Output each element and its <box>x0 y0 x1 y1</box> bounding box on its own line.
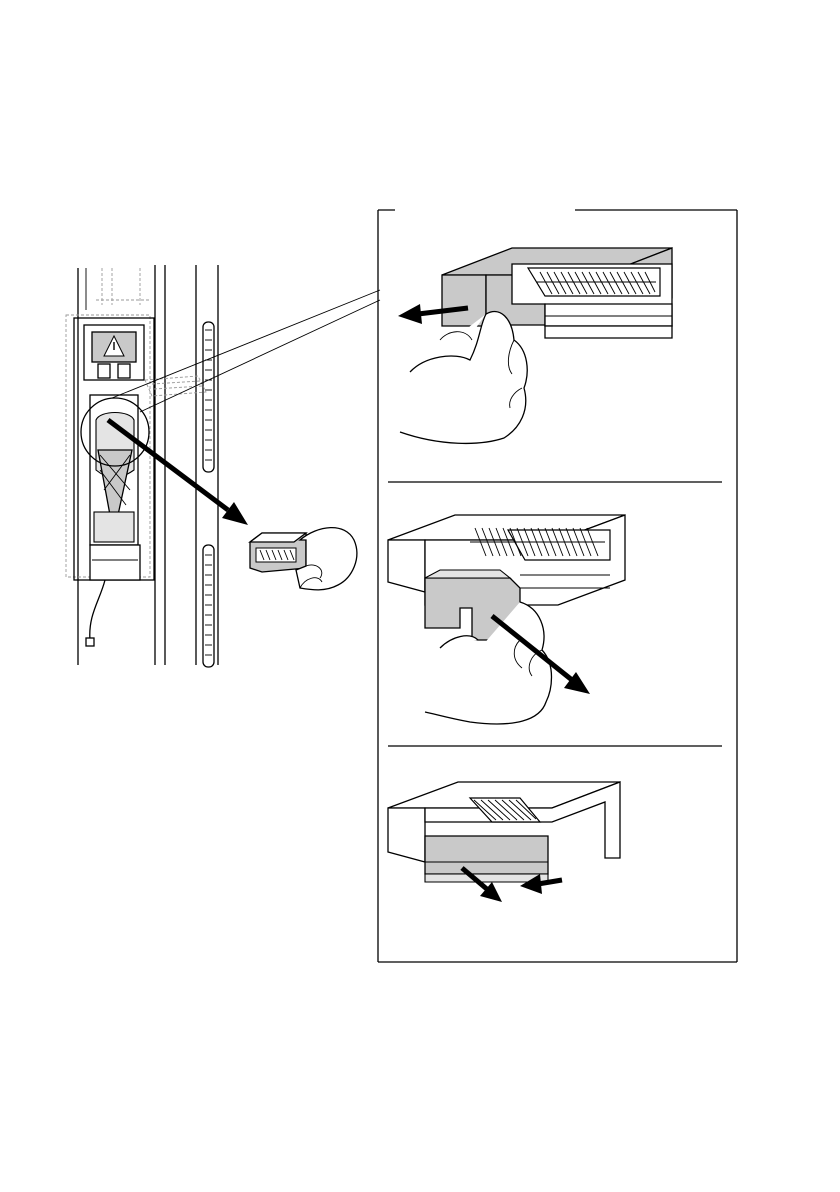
vent-slots-lower <box>203 545 214 667</box>
leader-line-bottom <box>140 300 380 412</box>
hand-step-1 <box>400 312 527 444</box>
removed-filter-in-hand <box>250 528 357 590</box>
leader-line-top <box>112 290 380 398</box>
appliance-overview <box>66 265 380 667</box>
step-3-slide-out-insert <box>388 782 620 902</box>
filter-housing-panel <box>66 315 154 646</box>
step-2-remove-cover <box>388 515 625 724</box>
step-1-pull-out-housing <box>398 248 672 443</box>
vent-slots-upper <box>203 322 214 472</box>
